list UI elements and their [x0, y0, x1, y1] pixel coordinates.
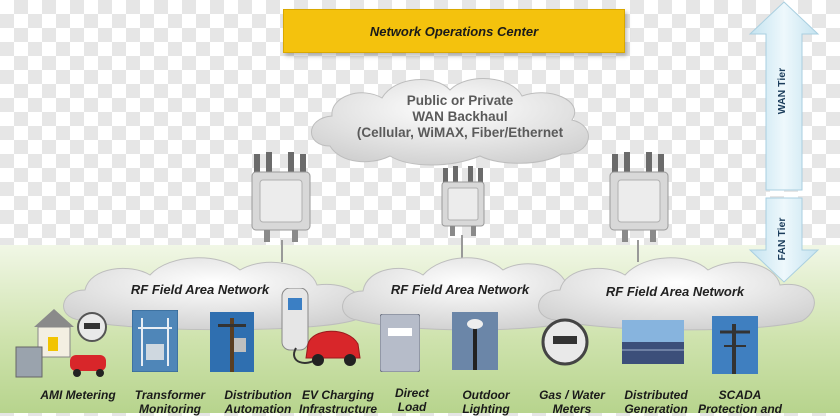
router-icon: [609, 152, 669, 242]
endpoint-line-1: Outdoor: [462, 388, 510, 402]
wan-cloud: [311, 78, 589, 166]
wan-line-2: WAN Backhaul: [412, 109, 508, 124]
rf-network-label-1: RF Field Area Network: [130, 282, 270, 297]
ami-house-meter-icon: [15, 309, 107, 378]
noc-banner: Network Operations Center: [283, 9, 625, 53]
rf-cloud-2: [342, 257, 590, 331]
endpoint-label: Transformer Monitoring: [120, 388, 220, 416]
wan-line-3: (Cellular, WiMAX, Fiber/Ethernet: [356, 125, 564, 140]
endpoint-line-1: Gas / Water: [539, 388, 605, 402]
endpoint-line-1: Distributed: [624, 388, 688, 402]
noc-label: Network Operations Center: [369, 23, 539, 39]
endpoint-label: SCADA Protection and: [690, 388, 790, 416]
endpoint-line-1: EV Charging: [301, 388, 374, 402]
router-icon: [441, 166, 485, 236]
ev-charger-icon: [281, 288, 361, 366]
gas-water-meter-icon: [541, 318, 589, 366]
transformer-icon: [132, 310, 178, 372]
load-control-icon: [380, 314, 420, 372]
endpoint-line-2: Lighting: [462, 402, 510, 416]
endpoint-label: Direct Load: [362, 386, 462, 414]
router-icon: [251, 152, 311, 242]
scada-substation-icon: [712, 316, 758, 374]
wan-cloud-text: Public or Private WAN Backhaul (Cellular…: [340, 93, 580, 141]
tier-arrow: [748, 1, 820, 283]
endpoint-line-2: Monitoring: [139, 402, 201, 416]
endpoint-line-1: Distribution: [224, 388, 292, 402]
wan-line-1: Public or Private: [406, 93, 514, 108]
endpoint-line-1: Direct: [394, 386, 429, 400]
endpoint-label: AMI Metering: [28, 388, 128, 402]
rf-network-label-3: RF Field Area Network: [605, 284, 745, 299]
endpoint-line-2: Protection and: [697, 402, 782, 416]
rf-network-label-2: RF Field Area Network: [390, 282, 530, 297]
streetlight-icon: [452, 312, 498, 370]
distribution-pole-icon: [210, 312, 254, 372]
endpoint-line-2: Load: [397, 400, 427, 414]
solar-panel-icon: [622, 320, 684, 364]
endpoint-line-1: Transformer: [134, 388, 206, 402]
endpoint-line-1: SCADA: [718, 388, 762, 402]
endpoint-line-1: AMI Metering: [40, 388, 116, 402]
endpoint-label: Outdoor Lighting: [436, 388, 536, 416]
